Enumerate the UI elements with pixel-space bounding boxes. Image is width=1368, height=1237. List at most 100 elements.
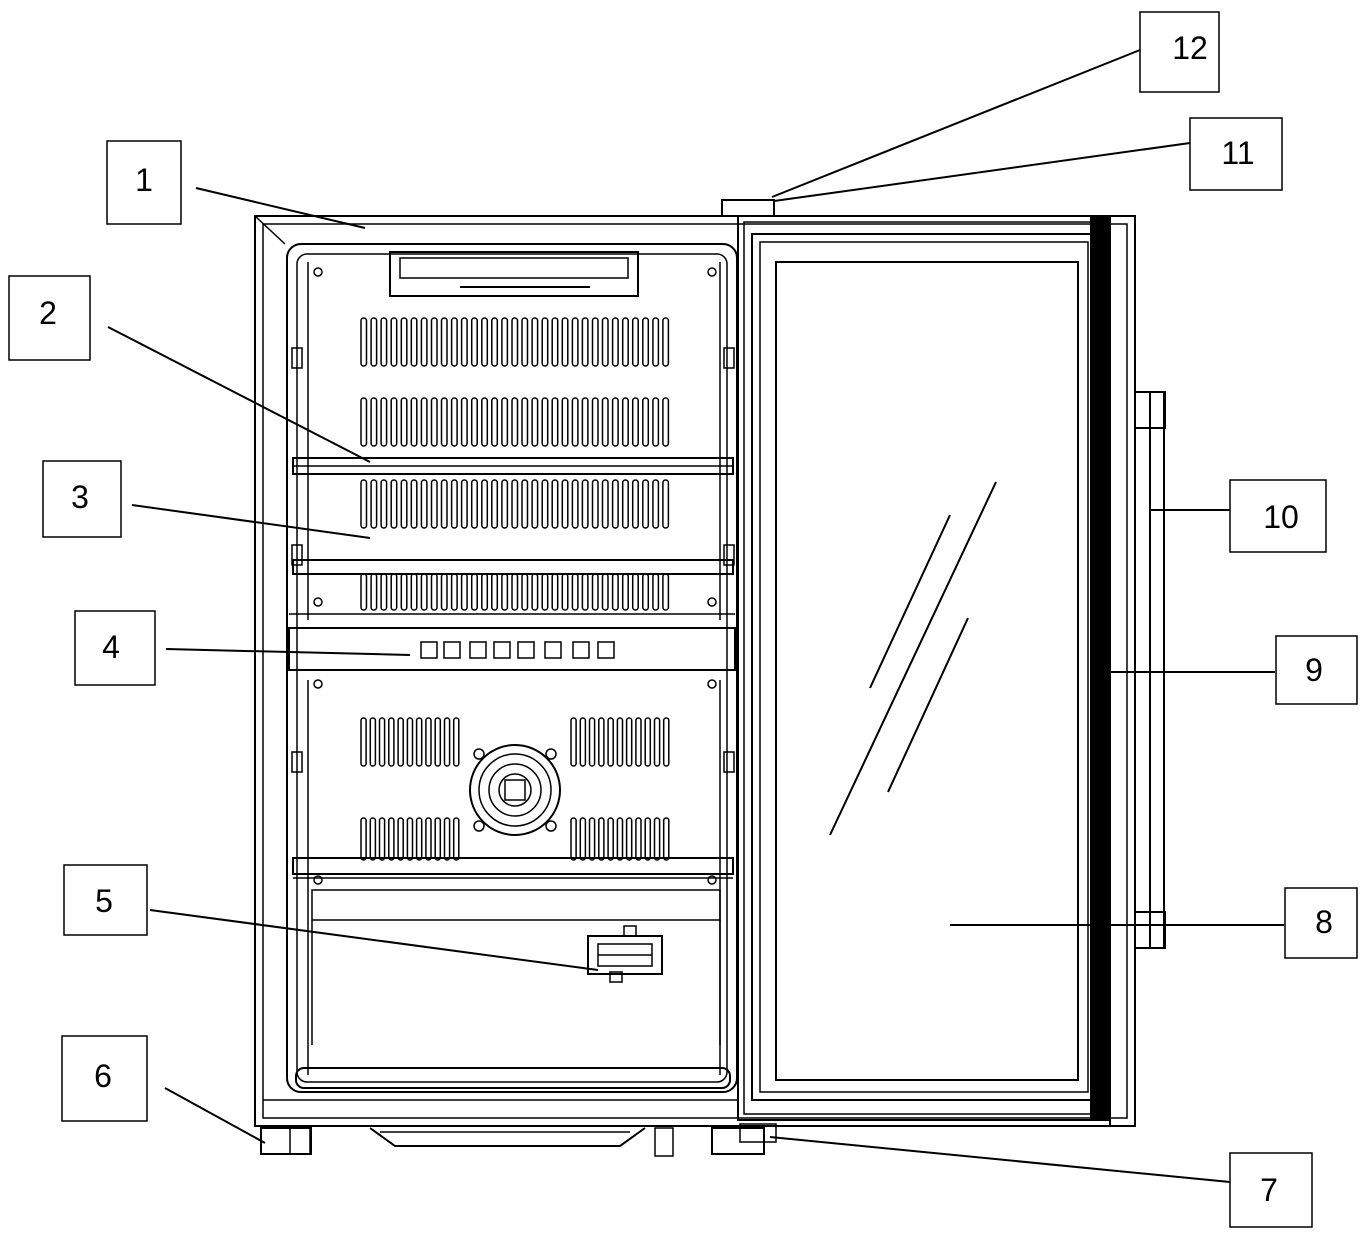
- vent-slot: [430, 573, 438, 611]
- vent-slot: [588, 717, 596, 767]
- label-12-text: 12: [1172, 30, 1208, 66]
- shelf-upper: [292, 457, 734, 475]
- vent-slot: [521, 397, 529, 447]
- vent-slot: [434, 717, 442, 767]
- vent-slot: [450, 317, 458, 367]
- vent-slot: [601, 573, 609, 611]
- vent-slot: [410, 397, 418, 447]
- vent-slot: [430, 317, 438, 367]
- vent-slot: [541, 573, 549, 611]
- vent-slot: [662, 317, 670, 367]
- vent-slot: [440, 573, 448, 611]
- vent-slot: [360, 817, 367, 861]
- vent-slot: [579, 717, 587, 767]
- vent-slot: [642, 573, 650, 611]
- vent-slot: [380, 573, 388, 611]
- vent-slot: [591, 573, 599, 611]
- vent-slot: [400, 479, 408, 529]
- label-4-text: 4: [102, 629, 120, 665]
- vent-slot: [625, 817, 633, 861]
- vent-slot: [450, 397, 458, 447]
- vent-slot: [662, 717, 670, 767]
- vent-slot: [460, 479, 468, 529]
- vent-slot: [400, 317, 408, 367]
- label-7: 7: [1229, 1152, 1313, 1228]
- vent-slot: [653, 717, 661, 767]
- vent-slot: [652, 479, 660, 529]
- vent-slot: [571, 573, 579, 611]
- vent-slot: [652, 397, 660, 447]
- vent-slot: [531, 573, 539, 611]
- vent-slot: [579, 817, 587, 861]
- vent-slot: [369, 717, 377, 767]
- vent-slot: [406, 717, 414, 767]
- label-8: 8: [1284, 887, 1358, 959]
- vent-slot: [652, 317, 660, 367]
- vent-slot: [440, 479, 448, 529]
- label-11-text: 11: [1221, 135, 1254, 171]
- vent-slot: [470, 479, 478, 529]
- label-2-text: 2: [39, 295, 57, 331]
- vent-slot: [390, 397, 398, 447]
- vent-slot: [481, 479, 489, 529]
- vent-slot: [621, 317, 629, 367]
- control-button-icon: [420, 641, 438, 659]
- sensor-box: [587, 925, 663, 983]
- glass-door: [737, 215, 1136, 1127]
- vent-slot: [430, 479, 438, 529]
- vent-slot: [470, 317, 478, 367]
- vent-slot: [611, 479, 619, 529]
- vent-slot: [541, 479, 549, 529]
- vent-slot: [591, 479, 599, 529]
- label-3-text: 3: [71, 479, 89, 515]
- label-1: 1: [106, 140, 182, 225]
- control-panel: [288, 613, 736, 671]
- vent-slot: [570, 717, 577, 767]
- vent-slot: [571, 317, 579, 367]
- label-1-text: 1: [135, 162, 153, 198]
- label-7-text: 7: [1260, 1172, 1278, 1208]
- vent-slot: [388, 817, 395, 861]
- vent-slot: [434, 817, 442, 861]
- label-11: 11: [1189, 117, 1283, 191]
- vent-slot: [511, 573, 519, 611]
- vent-slot: [425, 817, 432, 861]
- vent-slot: [440, 317, 448, 367]
- vent-slot: [420, 397, 428, 447]
- label-12: 12: [1139, 11, 1220, 93]
- vent-slot: [521, 479, 529, 529]
- vent-slot: [390, 573, 398, 611]
- vent-slot: [531, 317, 539, 367]
- vent-slot: [360, 317, 368, 367]
- vent-slot: [420, 479, 428, 529]
- vent-slot: [621, 573, 629, 611]
- vent-slot: [635, 817, 642, 861]
- vent-slot: [561, 397, 569, 447]
- vent-slot: [370, 397, 378, 447]
- vent-slot: [531, 479, 539, 529]
- vent-slot: [591, 397, 599, 447]
- vent-slot: [642, 479, 650, 529]
- vent-slot: [397, 717, 404, 767]
- vent-slot: [601, 479, 609, 529]
- vent-slot: [561, 479, 569, 529]
- vent-slot: [531, 397, 539, 447]
- vent-slot: [460, 317, 468, 367]
- vent-slot: [551, 397, 559, 447]
- vent-slot: [581, 397, 589, 447]
- vent-slot: [662, 573, 670, 611]
- label-6: 6: [61, 1035, 148, 1122]
- vent-slot: [631, 573, 639, 611]
- vent-slot: [481, 573, 489, 611]
- vent-slot: [370, 573, 378, 611]
- vent-slot: [360, 717, 367, 767]
- vent-slot: [607, 717, 614, 767]
- vent-slot: [662, 479, 670, 529]
- vent-slot: [452, 817, 460, 861]
- vent-slot: [521, 317, 529, 367]
- vent-slot: [631, 317, 639, 367]
- vent-slot: [571, 479, 579, 529]
- control-button-icon: [544, 641, 562, 659]
- vent-slot: [561, 317, 569, 367]
